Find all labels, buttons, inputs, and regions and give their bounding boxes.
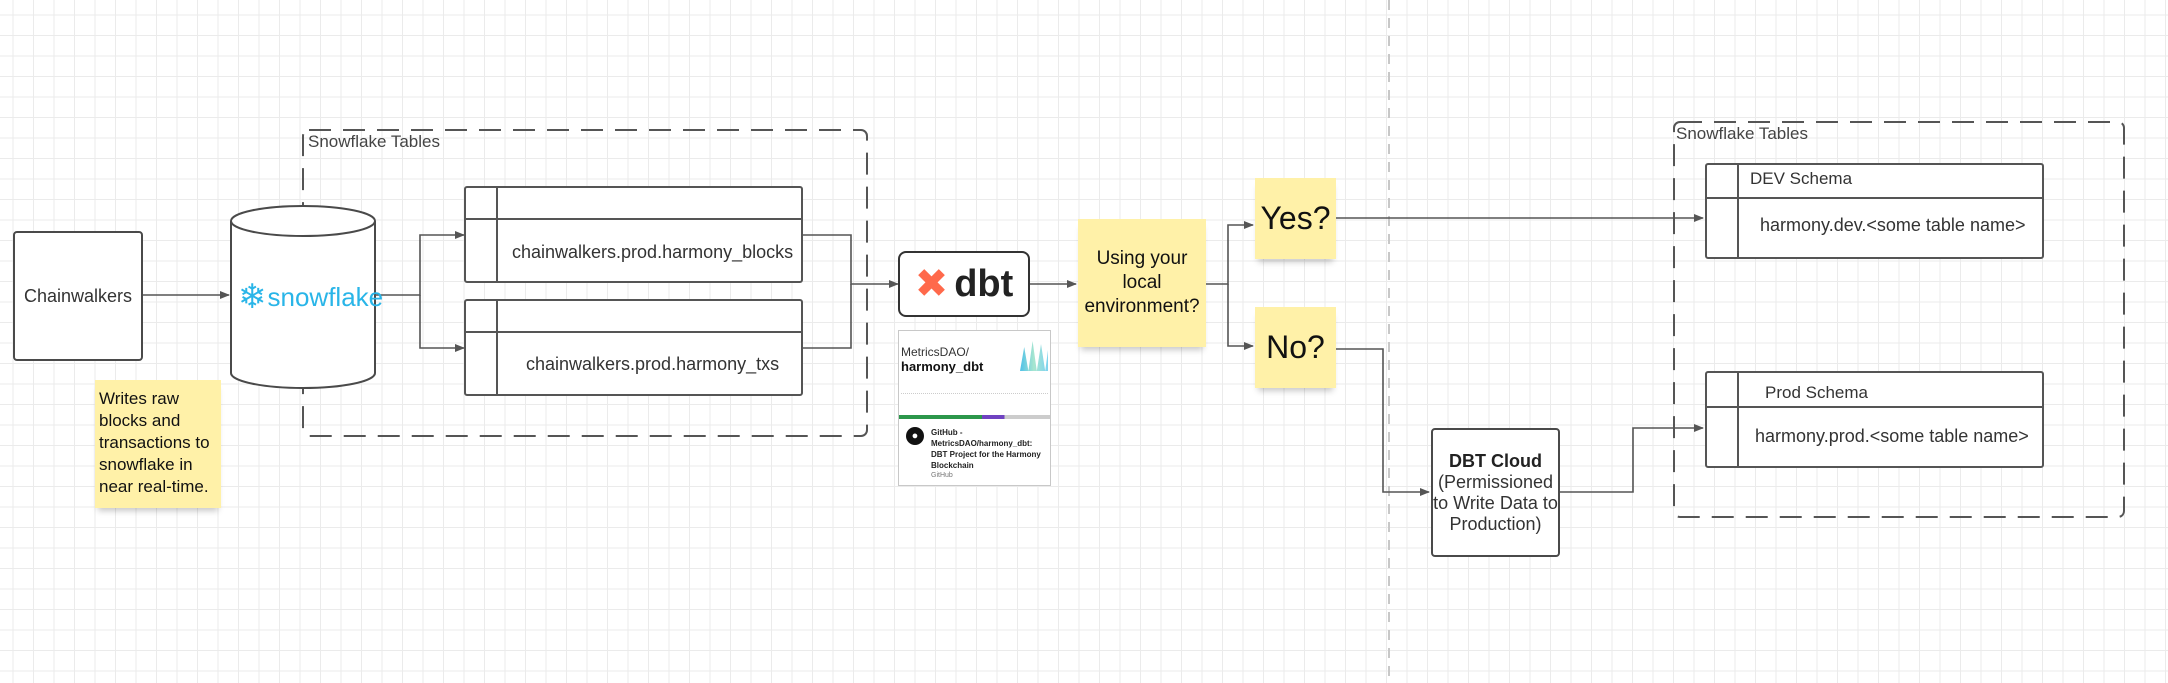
arrow-snowflake-txs[interactable] — [419, 295, 465, 352]
table-divider — [496, 301, 498, 394]
question-node[interactable]: Using your local environment? — [1078, 219, 1206, 347]
table-name: chainwalkers.prod.harmony_txs — [526, 354, 780, 374]
github-icon: ● — [906, 427, 924, 445]
snowflake-wordmark: snowflake — [267, 281, 384, 312]
github-card[interactable]: MetricsDAO/ harmony_dbt ● GitHub - Metri… — [898, 330, 1051, 486]
chainwalkers-note-text: Writes raw blocks and transactions to sn… — [99, 389, 210, 496]
dbt-cloud-node[interactable]: DBT Cloud (Permissioned to Write Data to… — [1431, 428, 1560, 557]
arrow-dbtcloud-prod[interactable] — [1560, 424, 1704, 493]
table-divider — [466, 218, 801, 220]
yes-text: Yes? — [1260, 200, 1331, 236]
github-card-bar — [899, 415, 1050, 419]
snowflake-cylinder[interactable] — [230, 205, 376, 389]
table-divider — [1707, 406, 2042, 408]
table-name: harmony.prod.<some table name> — [1755, 426, 2029, 446]
table-divider — [466, 331, 801, 333]
yes-node[interactable]: Yes? — [1255, 178, 1336, 259]
arrow-snowflake-blocks[interactable] — [375, 231, 465, 296]
table-harmony-blocks[interactable]: chainwalkers.prod.harmony_blocks — [464, 186, 803, 283]
schema-header: Prod Schema — [1765, 383, 1868, 402]
table-divider — [1737, 373, 1739, 466]
arrow-blocks-dbt[interactable] — [803, 234, 899, 288]
dbt-icon: ✖ — [914, 262, 949, 306]
table-divider — [496, 188, 498, 281]
github-card-repo: harmony_dbt — [901, 359, 984, 374]
github-card-title: GitHub - MetricsDAO/harmony_dbt: DBT Pro… — [931, 428, 1041, 470]
table-name: chainwalkers.prod.harmony_blocks — [512, 242, 794, 262]
arrow-txs-dbt[interactable] — [803, 284, 852, 349]
dbt-wordmark: dbt — [954, 263, 1014, 305]
no-text: No? — [1266, 329, 1325, 365]
chainwalkers-label: Chainwalkers — [23, 285, 133, 306]
arrow-question-yes[interactable] — [1206, 221, 1254, 285]
dbt-logo-box[interactable]: ✖ dbt — [898, 251, 1030, 317]
arrow-no-dbtcloud[interactable] — [1336, 348, 1430, 496]
github-card-site: GitHub — [931, 472, 953, 479]
group-container-right[interactable] — [1673, 121, 2125, 518]
github-card-stats — [901, 393, 1048, 404]
schema-header: DEV Schema — [1750, 169, 1853, 188]
table-divider — [1737, 165, 1739, 257]
table-name: harmony.dev.<some table name> — [1760, 215, 2026, 235]
no-node[interactable]: No? — [1255, 307, 1336, 388]
dbt-cloud-title: DBT Cloud — [1449, 450, 1542, 471]
dbt-cloud-detail: (Permissioned to Write Data to Productio… — [1433, 471, 1558, 534]
chainwalkers-note[interactable]: Writes raw blocks and transactions to sn… — [95, 380, 221, 508]
question-text: Using your local environment? — [1084, 248, 1200, 317]
table-prod-schema[interactable]: Prod Schema harmony.prod.<some table nam… — [1705, 371, 2044, 468]
github-card-owner: MetricsDAO/ — [901, 345, 970, 359]
arrow-question-no[interactable] — [1227, 284, 1254, 350]
snowflake-logo: ❄ snowflake — [238, 278, 383, 316]
table-divider — [1707, 197, 2042, 199]
github-card-logo — [1020, 341, 1048, 371]
chainwalkers-node[interactable]: Chainwalkers — [13, 231, 143, 361]
snowflake-icon: ❄ — [238, 278, 267, 316]
group-label-right: Snowflake Tables — [1676, 124, 1808, 143]
table-harmony-txs[interactable]: chainwalkers.prod.harmony_txs — [464, 299, 803, 396]
table-dev-schema[interactable]: DEV Schema harmony.dev.<some table name> — [1705, 163, 2044, 259]
group-label-left: Snowflake Tables — [308, 132, 440, 151]
